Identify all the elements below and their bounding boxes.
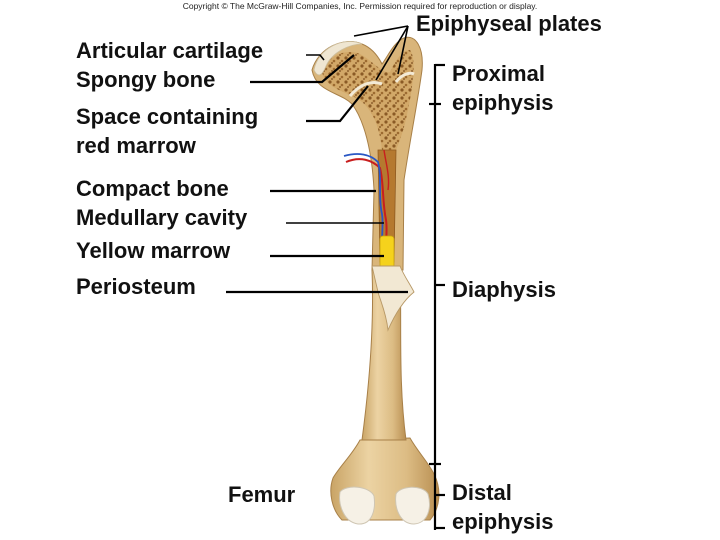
yellow-marrow-shape — [380, 236, 394, 268]
copyright-notice: Copyright © The McGraw-Hill Companies, I… — [183, 1, 538, 11]
femur-bone — [312, 37, 439, 524]
leader-epiphyseal-plate-3 — [354, 26, 408, 36]
label-medullary-cavity: Medullary cavity — [76, 205, 248, 230]
label-red-marrow-line2: red marrow — [76, 133, 197, 158]
region-bracket — [429, 64, 445, 530]
label-femur: Femur — [228, 482, 296, 507]
label-epiphyseal-plates: Epiphyseal plates — [416, 11, 602, 36]
label-proximal-line2: epiphysis — [452, 90, 553, 115]
label-yellow-marrow: Yellow marrow — [76, 238, 231, 263]
label-periosteum: Periosteum — [76, 274, 196, 299]
label-distal-line2: epiphysis — [452, 509, 553, 534]
label-proximal-line1: Proximal — [452, 61, 545, 86]
label-distal-line1: Distal — [452, 480, 512, 505]
label-articular-cartilage: Articular cartilage — [76, 38, 263, 63]
label-spongy-bone: Spongy bone — [76, 67, 215, 92]
label-red-marrow-line1: Space containing — [76, 104, 258, 129]
label-diaphysis: Diaphysis — [452, 277, 556, 302]
label-compact-bone: Compact bone — [76, 176, 229, 201]
